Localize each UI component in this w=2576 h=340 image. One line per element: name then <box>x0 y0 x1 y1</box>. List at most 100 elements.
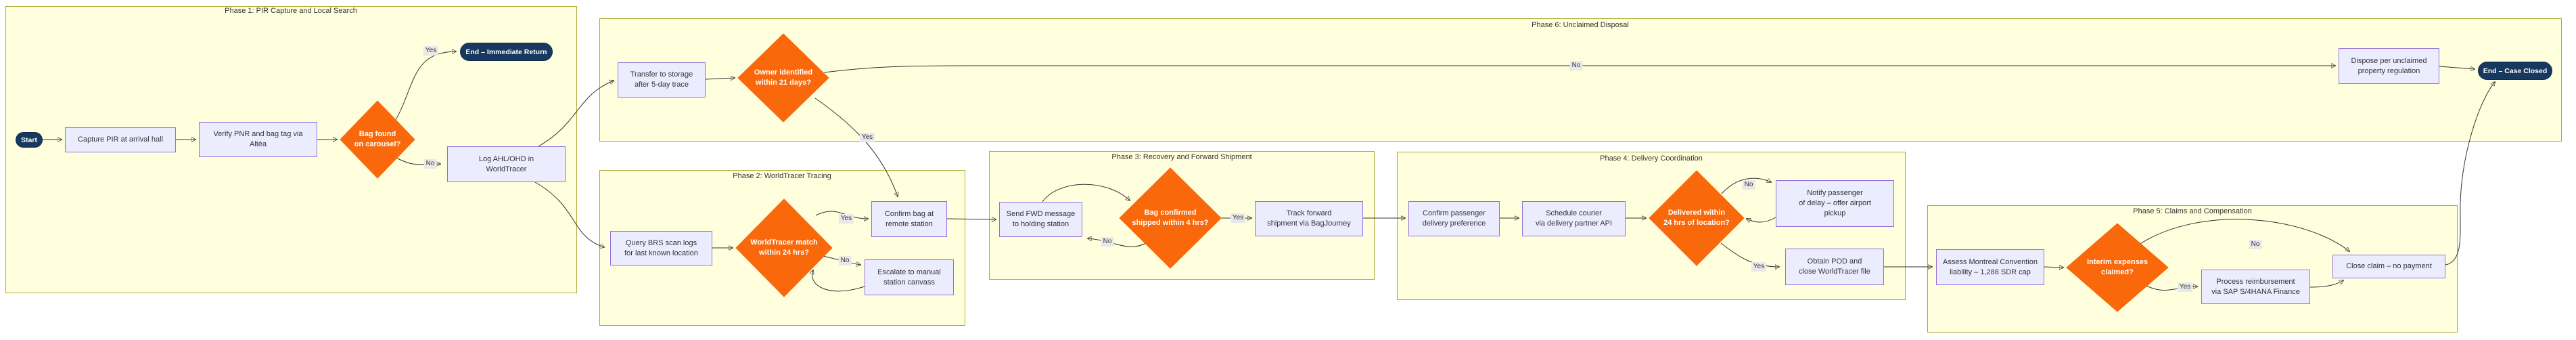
label-line: WorldTracer <box>486 165 527 173</box>
decision-delivered <box>1649 170 1745 266</box>
label-line: via delivery partner API <box>1535 219 1613 228</box>
label-line: pickup <box>1824 209 1846 217</box>
label-line: to holding station <box>1012 220 1070 228</box>
phase-5-title: Phase 5: Claims and Compensation <box>2133 207 2252 215</box>
decision-owner-identified <box>737 33 829 123</box>
label-line: Confirm passenger <box>1423 209 1486 218</box>
node-process-reimbursement: Process reimbursement via SAP S/4HANA Fi… <box>2201 270 2310 304</box>
label-line: close WorldTracer file <box>1799 268 1870 276</box>
edge-sendfwd-to-shipped <box>1042 184 1130 203</box>
node-confirm-preference: Confirm passenger delivery preference <box>1408 201 1500 236</box>
edge-label-wtmatch-yes: Yes <box>838 214 854 224</box>
edge-assess-to-interim <box>2044 267 2063 268</box>
edge-bagfound-yes-to-endimmediate <box>393 51 456 124</box>
label-line: Confirm bag at <box>884 209 934 218</box>
label-line: Assess Montreal Convention <box>1942 257 2038 266</box>
decision-bag-found <box>340 100 415 179</box>
decision-interim-expenses <box>2066 223 2169 312</box>
edge-owner-yes-to-confirmbag <box>814 98 898 196</box>
edge-log-to-transfer <box>538 81 614 147</box>
end-immediate-return-node: End – Immediate Return <box>460 43 553 61</box>
label-line: Capture PIR at arrival hall <box>78 135 163 144</box>
decision-bag-shipped <box>1119 167 1222 269</box>
edge-label-wtmatch-no: No <box>838 256 852 265</box>
edge-label-delivered-yes: Yes <box>1751 262 1767 272</box>
label-line: station canvass <box>883 278 935 286</box>
label-line: Start <box>21 135 37 144</box>
edge-transfer-to-owner <box>705 78 735 79</box>
node-notify-delay: Notify passenger of delay – offer airpor… <box>1776 180 1894 227</box>
label-line: Close claim – no payment <box>2346 262 2432 271</box>
node-transfer-storage: Transfer to storage after 5-day trace <box>618 62 706 98</box>
label-line: liability – 1,288 SDR cap <box>1950 268 2031 276</box>
node-verify-pnr: Verify PNR and bag tag via Altéa <box>199 122 317 157</box>
edge-shipped-no-to-sendfwd <box>1088 238 1148 247</box>
node-track-forward: Track forward shipment via BagJourney <box>1255 201 1363 236</box>
node-schedule-courier: Schedule courier via delivery partner AP… <box>1522 201 1626 236</box>
edge-dispose-to-endclosed <box>2439 66 2475 69</box>
edge-label-bagfound-yes: Yes <box>423 46 439 56</box>
edge-interim-no-to-closeclaim <box>2136 219 2349 251</box>
phase-6-title: Phase 6: Unclaimed Disposal <box>1532 21 1629 29</box>
node-close-claim: Close claim – no payment <box>2332 255 2445 278</box>
phase-3-title: Phase 3: Recovery and Forward Shipment <box>1111 153 1252 161</box>
edge-notify-back-to-delivered <box>1747 217 1776 222</box>
node-confirm-bag: Confirm bag at remote station <box>871 201 947 237</box>
label-line: property regulation <box>2358 66 2420 75</box>
label-line: of delay – offer airport <box>1799 199 1871 208</box>
label-line: Escalate to manual <box>877 268 941 276</box>
label-line: after 5-day trace <box>634 81 689 89</box>
label-line: delivery preference <box>1422 219 1486 228</box>
phase-1-title: Phase 1: PIR Capture and Local Search <box>225 7 357 15</box>
label-line: remote station <box>886 219 933 228</box>
label-line: Verify PNR and bag tag via <box>213 130 303 139</box>
label-line: Send FWD message <box>1006 210 1076 219</box>
edge-process-to-closeclaim <box>2309 280 2343 288</box>
label-line: Query BRS scan logs <box>625 238 697 247</box>
edge-label-delivered-no: No <box>1742 180 1755 190</box>
edge-label-owner-yes: Yes <box>859 133 875 142</box>
start-node: Start <box>16 132 43 148</box>
node-assess-liability: Assess Montreal Convention liability – 1… <box>1936 249 2044 285</box>
label-line: Obtain POD and <box>1807 257 1862 266</box>
label-line: End – Immediate Return <box>465 47 547 56</box>
edge-owner-no-to-dispose <box>823 66 2335 73</box>
label-line: End – Case Closed <box>2483 66 2548 75</box>
label-line: Dispose per unclaimed <box>2351 56 2427 65</box>
label-line: via SAP S/4HANA Finance <box>2211 287 2300 296</box>
node-escalate-canvass: Escalate to manual station canvass <box>865 259 954 295</box>
edge-closeclaim-to-endclosed <box>2445 82 2495 265</box>
label-line: Process reimbursement <box>2216 277 2295 286</box>
node-query-brs: Query BRS scan logs for last known locat… <box>610 231 712 265</box>
edge-delivered-yes-to-obtainpod <box>1720 242 1779 267</box>
phase-6-container <box>599 18 2562 142</box>
node-log-ahl-ohd: Log AHL/OHD in WorldTracer <box>447 146 566 182</box>
label-line: shipment via BagJourney <box>1267 219 1351 228</box>
edge-log-to-query <box>534 182 604 247</box>
edge-label-interim-yes: Yes <box>2177 282 2193 292</box>
label-line: Notify passenger <box>1807 189 1863 198</box>
end-case-closed-node: End – Case Closed <box>2478 62 2552 80</box>
node-dispose: Dispose per unclaimed property regulatio… <box>2339 48 2439 84</box>
label-line: Altéa <box>249 140 267 148</box>
label-line: Log AHL/OHD in <box>478 154 534 163</box>
label-line: Track forward <box>1286 209 1332 218</box>
edge-label-shipped-no: No <box>1101 237 1114 247</box>
node-capture-pir: Capture PIR at arrival hall <box>65 127 176 152</box>
label-line: Transfer to storage <box>630 70 693 79</box>
edge-label-bagfound-no: No <box>423 159 437 169</box>
edge-label-shipped-yes: Yes <box>1230 213 1246 223</box>
decision-worldtracer-match <box>735 198 833 297</box>
phase-2-title: Phase 2: WorldTracer Tracing <box>733 172 831 180</box>
edge-label-interim-no: No <box>2249 240 2262 249</box>
label-line: Schedule courier <box>1546 209 1602 218</box>
label-line: for last known location <box>624 249 698 257</box>
node-obtain-pod: Obtain POD and close WorldTracer file <box>1785 249 1884 285</box>
edge-escalate-back-to-wtmatch <box>812 270 865 292</box>
edge-label-owner-no: No <box>1569 61 1583 70</box>
phase-4-title: Phase 4: Delivery Coordination <box>1600 154 1703 163</box>
node-send-fwd: Send FWD message to holding station <box>999 202 1082 237</box>
edge-wtmatch-yes-to-confirmbag <box>815 211 868 219</box>
